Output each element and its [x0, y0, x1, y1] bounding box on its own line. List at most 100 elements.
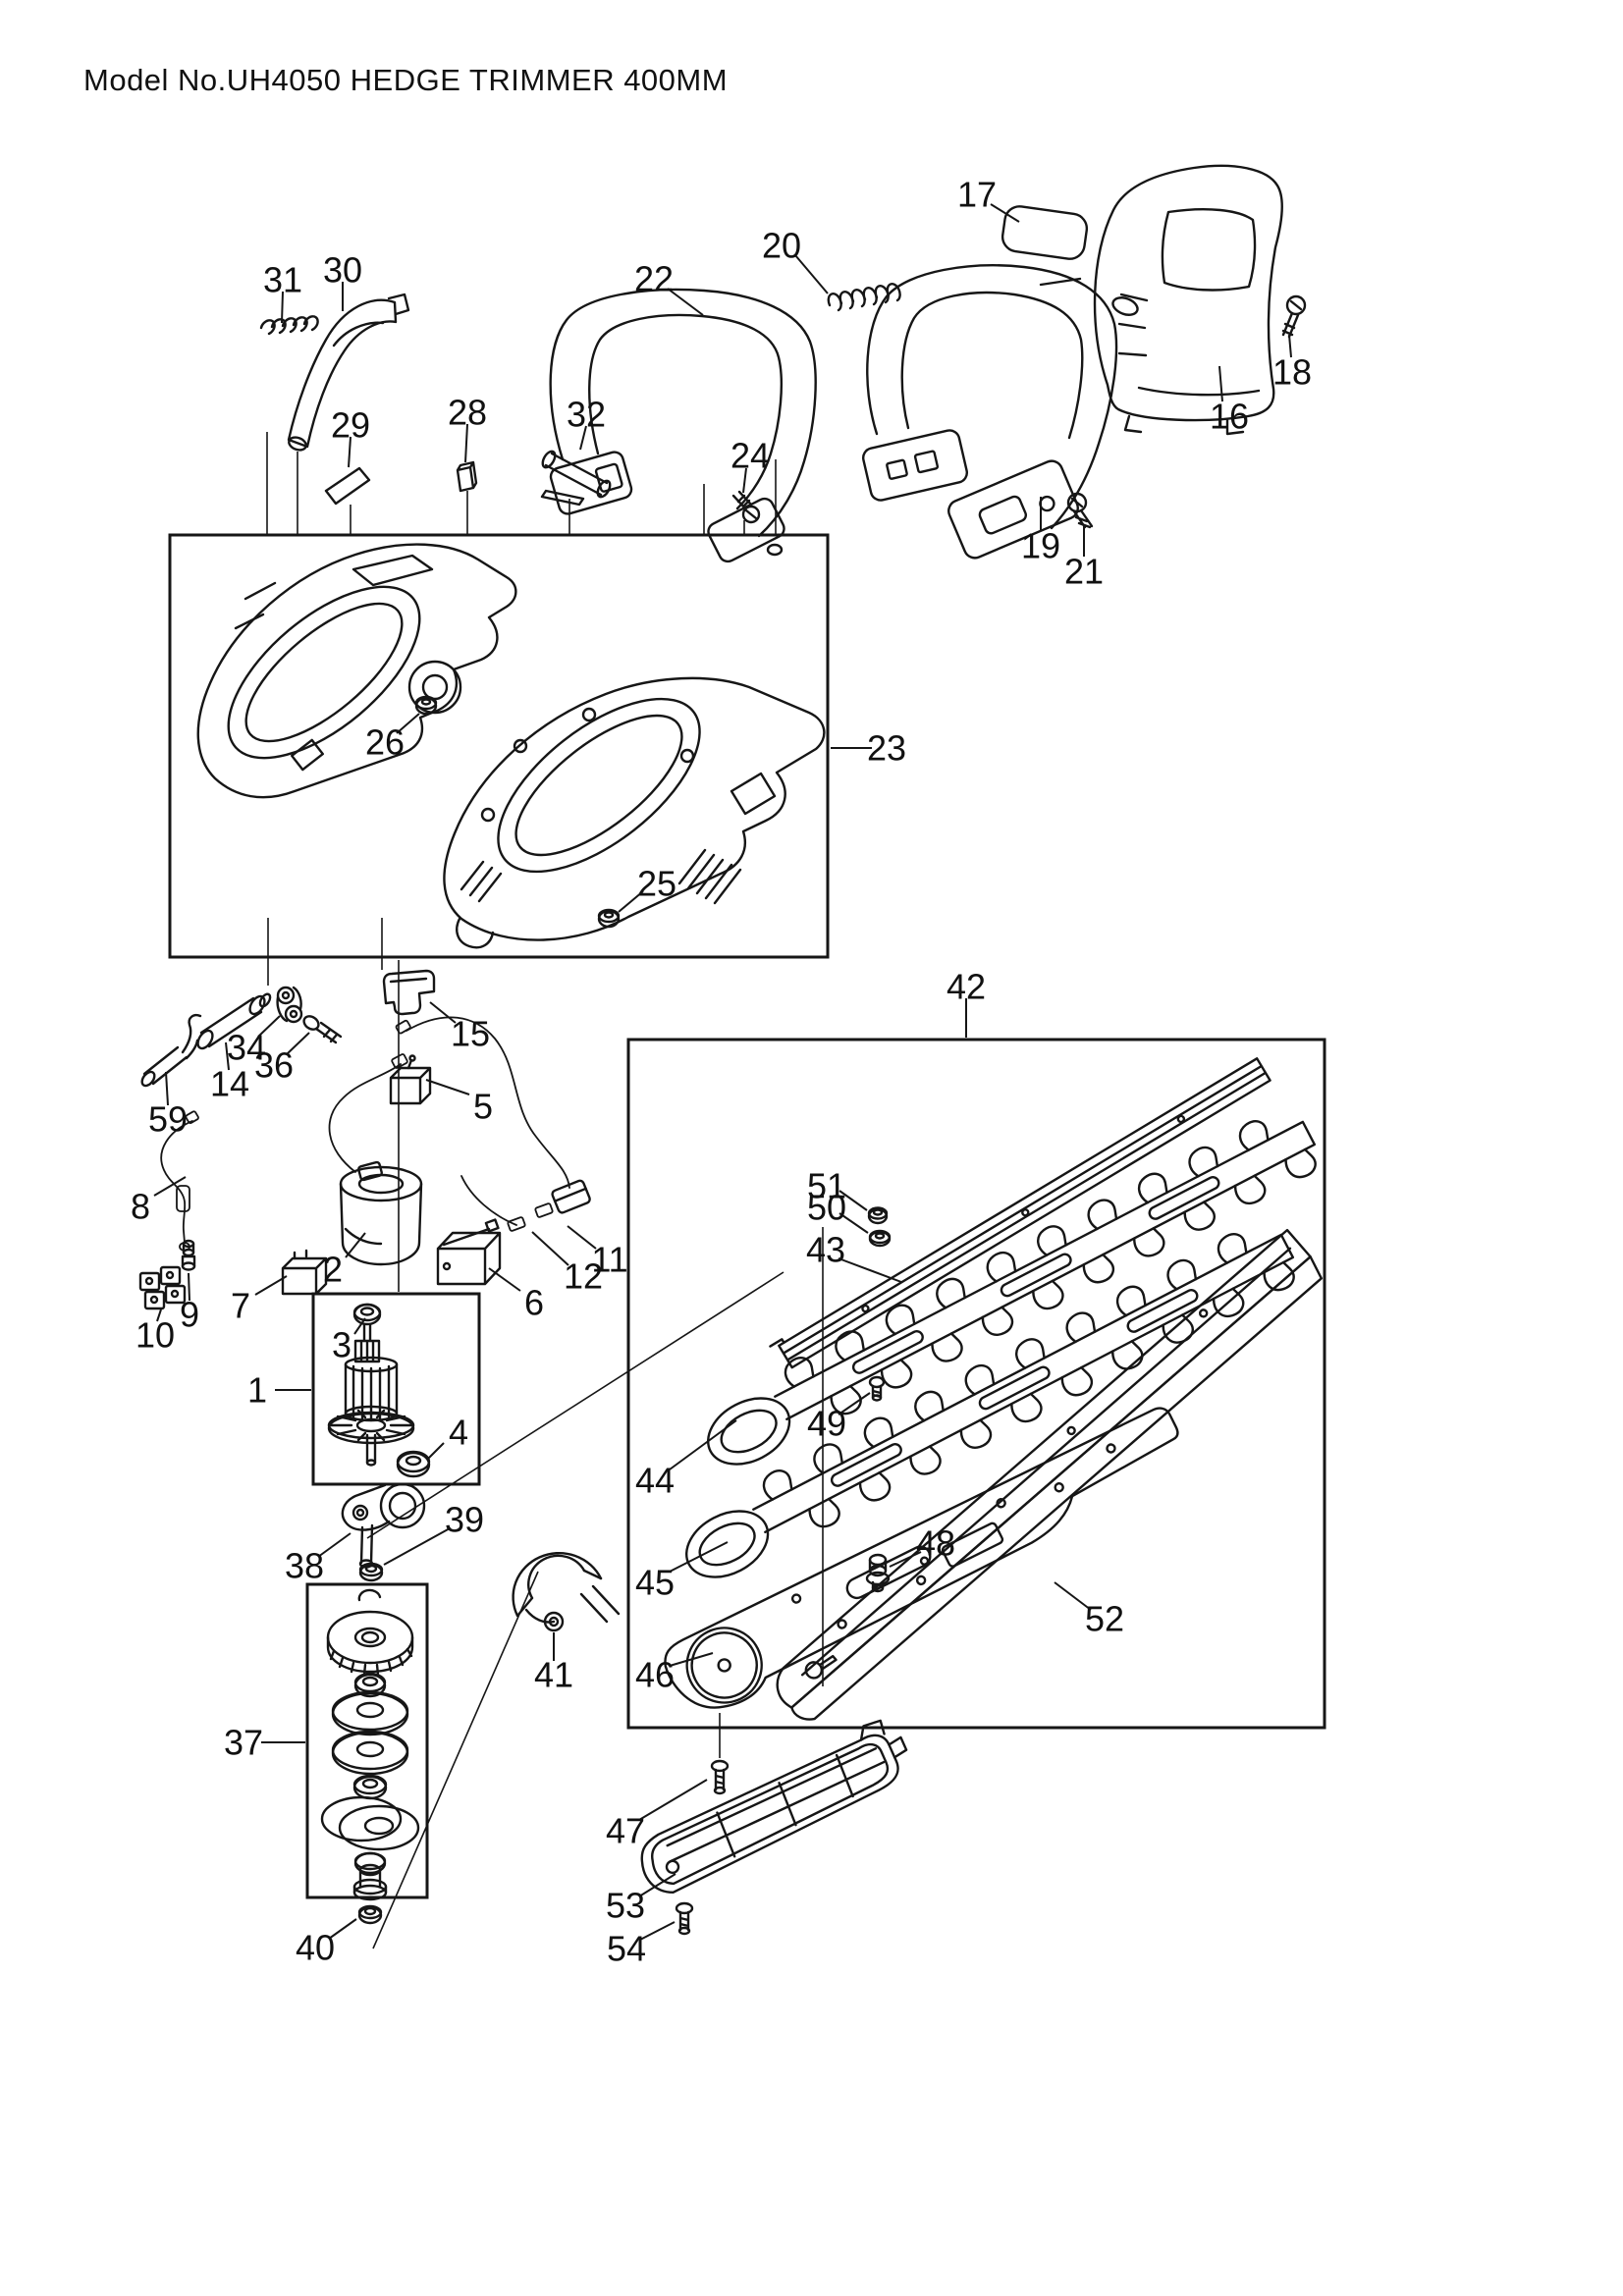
part-label-53: 53: [606, 1886, 645, 1926]
part-label-47: 47: [606, 1811, 645, 1851]
group-box-1: [311, 1292, 481, 1486]
screw-21-sketch: [1066, 492, 1094, 529]
washer-50-sketch: [868, 1229, 892, 1248]
handle-base-30-sketch: [287, 293, 410, 452]
construction-line: [366, 1271, 784, 1539]
leader-line-22: [667, 288, 704, 316]
leader-line-4: [427, 1442, 445, 1460]
part-label-52: 52: [1085, 1599, 1124, 1639]
connector-10-sketch: [138, 1265, 187, 1310]
part-label-48: 48: [916, 1523, 955, 1564]
part-label-19: 19: [1021, 526, 1060, 566]
armature-sketch: [327, 1322, 415, 1467]
leader-line-36: [286, 1032, 310, 1055]
part-label-26: 26: [365, 722, 405, 763]
screw-54-sketch: [675, 1901, 694, 1936]
group-box-37: [305, 1582, 429, 1899]
brush-holder-15-sketch: [382, 969, 436, 1016]
part-label-30: 30: [323, 250, 362, 291]
part-label-16: 16: [1210, 397, 1249, 437]
part-label-28: 28: [448, 393, 487, 433]
nut-26-sketch: [414, 695, 438, 716]
leader-line-6: [488, 1267, 521, 1292]
leader-line-31: [281, 291, 284, 324]
leader-line-38: [317, 1532, 352, 1558]
leader-line-26: [396, 713, 420, 734]
part-label-59: 59: [148, 1099, 188, 1140]
leader-line-15: [429, 1001, 457, 1024]
part-label-23: 23: [867, 728, 906, 769]
switch-5-sketch: [389, 1054, 432, 1105]
bearing-3-sketch: [352, 1303, 382, 1326]
leader-line-39: [383, 1527, 451, 1566]
field-lead-wires-sketch: [328, 1016, 570, 1189]
name-plate-29-sketch: [324, 466, 371, 506]
screw-24-sketch: [731, 490, 761, 524]
leader-line-24: [742, 467, 747, 494]
part-label-45: 45: [635, 1563, 675, 1603]
construction-line: [372, 1571, 539, 1949]
part-label-44: 44: [635, 1461, 675, 1501]
part-label-15: 15: [451, 1014, 490, 1054]
nut-51-sketch: [867, 1206, 889, 1225]
part-label-9: 9: [180, 1295, 199, 1335]
plug-11-sketch: [551, 1179, 591, 1214]
part-label-4: 4: [449, 1413, 468, 1453]
part-label-37: 37: [224, 1723, 263, 1763]
leader-line-28: [464, 423, 468, 463]
switch-handle-19-sketch: [862, 264, 1139, 560]
field-2-sketch: [339, 1160, 423, 1266]
part-label-17: 17: [957, 175, 997, 215]
leader-line-17: [990, 203, 1020, 223]
guide-rail-43-sketch: [769, 1057, 1271, 1369]
bearing-4-sketch: [396, 1450, 431, 1478]
leader-line-11: [567, 1225, 597, 1250]
leader-line-45: [669, 1541, 729, 1573]
part-label-20: 20: [762, 226, 801, 266]
leader-line-44: [669, 1419, 737, 1470]
front-handle-22-sketch: [549, 288, 817, 563]
part-label-31: 31: [263, 260, 302, 300]
part-label-18: 18: [1272, 352, 1312, 393]
part-label-39: 39: [445, 1500, 484, 1540]
gear-stack-sketch: [320, 1588, 420, 1901]
part-label-40: 40: [296, 1928, 335, 1968]
switch-6-sketch: [436, 1218, 502, 1286]
part-label-51: 51: [807, 1166, 846, 1206]
part-label-1: 1: [247, 1370, 267, 1411]
leader-line-40: [328, 1918, 357, 1940]
grip-14-sketch: [196, 992, 272, 1050]
page-title: Model No.UH4050 HEDGE TRIMMER 400MM: [83, 63, 728, 97]
screw-47-sketch: [710, 1759, 730, 1795]
construction-lines-layer: [266, 432, 824, 1949]
spring-20-sketch: [827, 283, 901, 312]
screw-18-sketch: [1281, 294, 1307, 339]
part-label-25: 25: [637, 864, 676, 904]
leader-line-3: [353, 1317, 366, 1335]
leader-line-25: [618, 890, 644, 913]
leader-line-7: [254, 1275, 288, 1296]
blade-cover-52-sketch: [776, 1228, 1324, 1721]
chip-receiver-53-sketch: [640, 1719, 908, 1895]
leader-line-29: [348, 436, 352, 468]
blade-44-sketch: [706, 1120, 1317, 1466]
leader-line-16: [1218, 365, 1223, 402]
part-label-2: 2: [323, 1250, 343, 1290]
blade-45-sketch: [684, 1233, 1295, 1578]
leader-line-50: [839, 1212, 869, 1234]
part-label-7: 7: [231, 1286, 250, 1326]
part-label-29: 29: [331, 405, 370, 446]
part-label-38: 38: [285, 1546, 324, 1586]
leader-line-46: [669, 1652, 714, 1667]
part-label-50: 50: [807, 1188, 846, 1228]
part-label-21: 21: [1064, 552, 1104, 592]
group-box-23: [168, 533, 830, 959]
part-label-34: 34: [227, 1028, 266, 1068]
part-label-43: 43: [806, 1230, 845, 1270]
group-box-42: [626, 1038, 1326, 1730]
leader-line-14: [225, 1041, 230, 1071]
wire-12-sketch: [460, 1175, 554, 1232]
part-label-10: 10: [135, 1315, 175, 1356]
part-label-12: 12: [564, 1256, 603, 1297]
